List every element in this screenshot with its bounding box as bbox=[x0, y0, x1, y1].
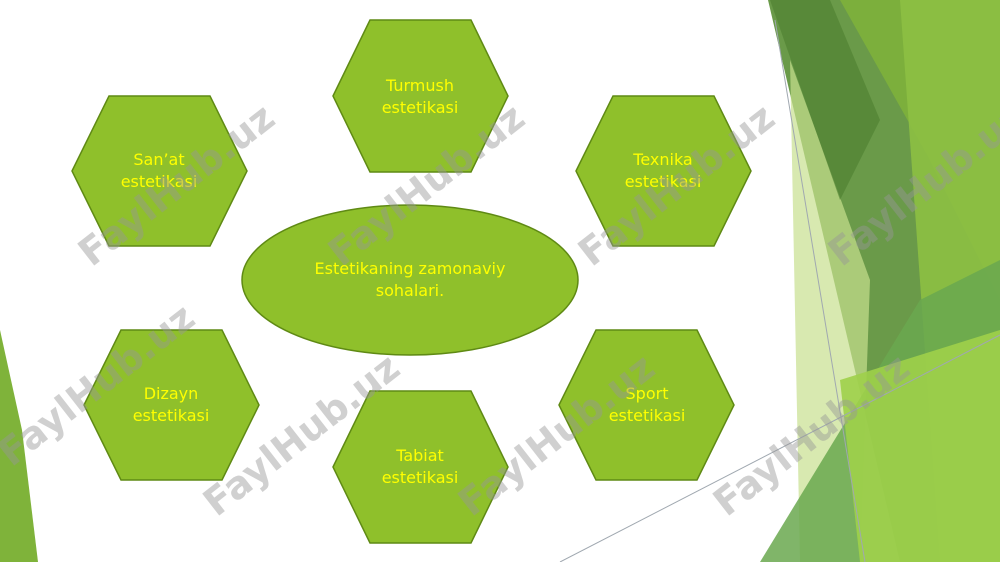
hexagon-turmush-label: Turmush estetikasi bbox=[381, 76, 459, 117]
decor-line-2 bbox=[559, 334, 1000, 562]
hexagon-tabiat bbox=[332, 390, 509, 544]
decor-left-strip bbox=[0, 330, 38, 562]
hexagon-texnika bbox=[575, 95, 752, 247]
decor-facet-6 bbox=[840, 330, 1000, 562]
hexagon-texnika-label: Texnika estetikasi bbox=[624, 150, 702, 191]
hexagon-sanat-label: San’at estetikasi bbox=[120, 150, 198, 191]
center-label: Estetikaning zamonaviy sohalari. bbox=[314, 259, 506, 300]
decor-line-1 bbox=[774, 19, 866, 562]
hexagon-tabiat-label: Tabiat estetikasi bbox=[381, 446, 459, 487]
hexagon-dizayn bbox=[83, 329, 260, 481]
hexagon-sport-label: Sport estetikasi bbox=[608, 384, 686, 425]
hexagon-sanat bbox=[71, 95, 248, 247]
decor-facet-7 bbox=[770, 0, 880, 200]
center-ellipse bbox=[241, 204, 579, 356]
hexagon-turmush bbox=[332, 19, 509, 173]
hexagon-dizayn-label: Dizayn estetikasi bbox=[132, 384, 210, 425]
hexagon-sport bbox=[558, 329, 735, 481]
